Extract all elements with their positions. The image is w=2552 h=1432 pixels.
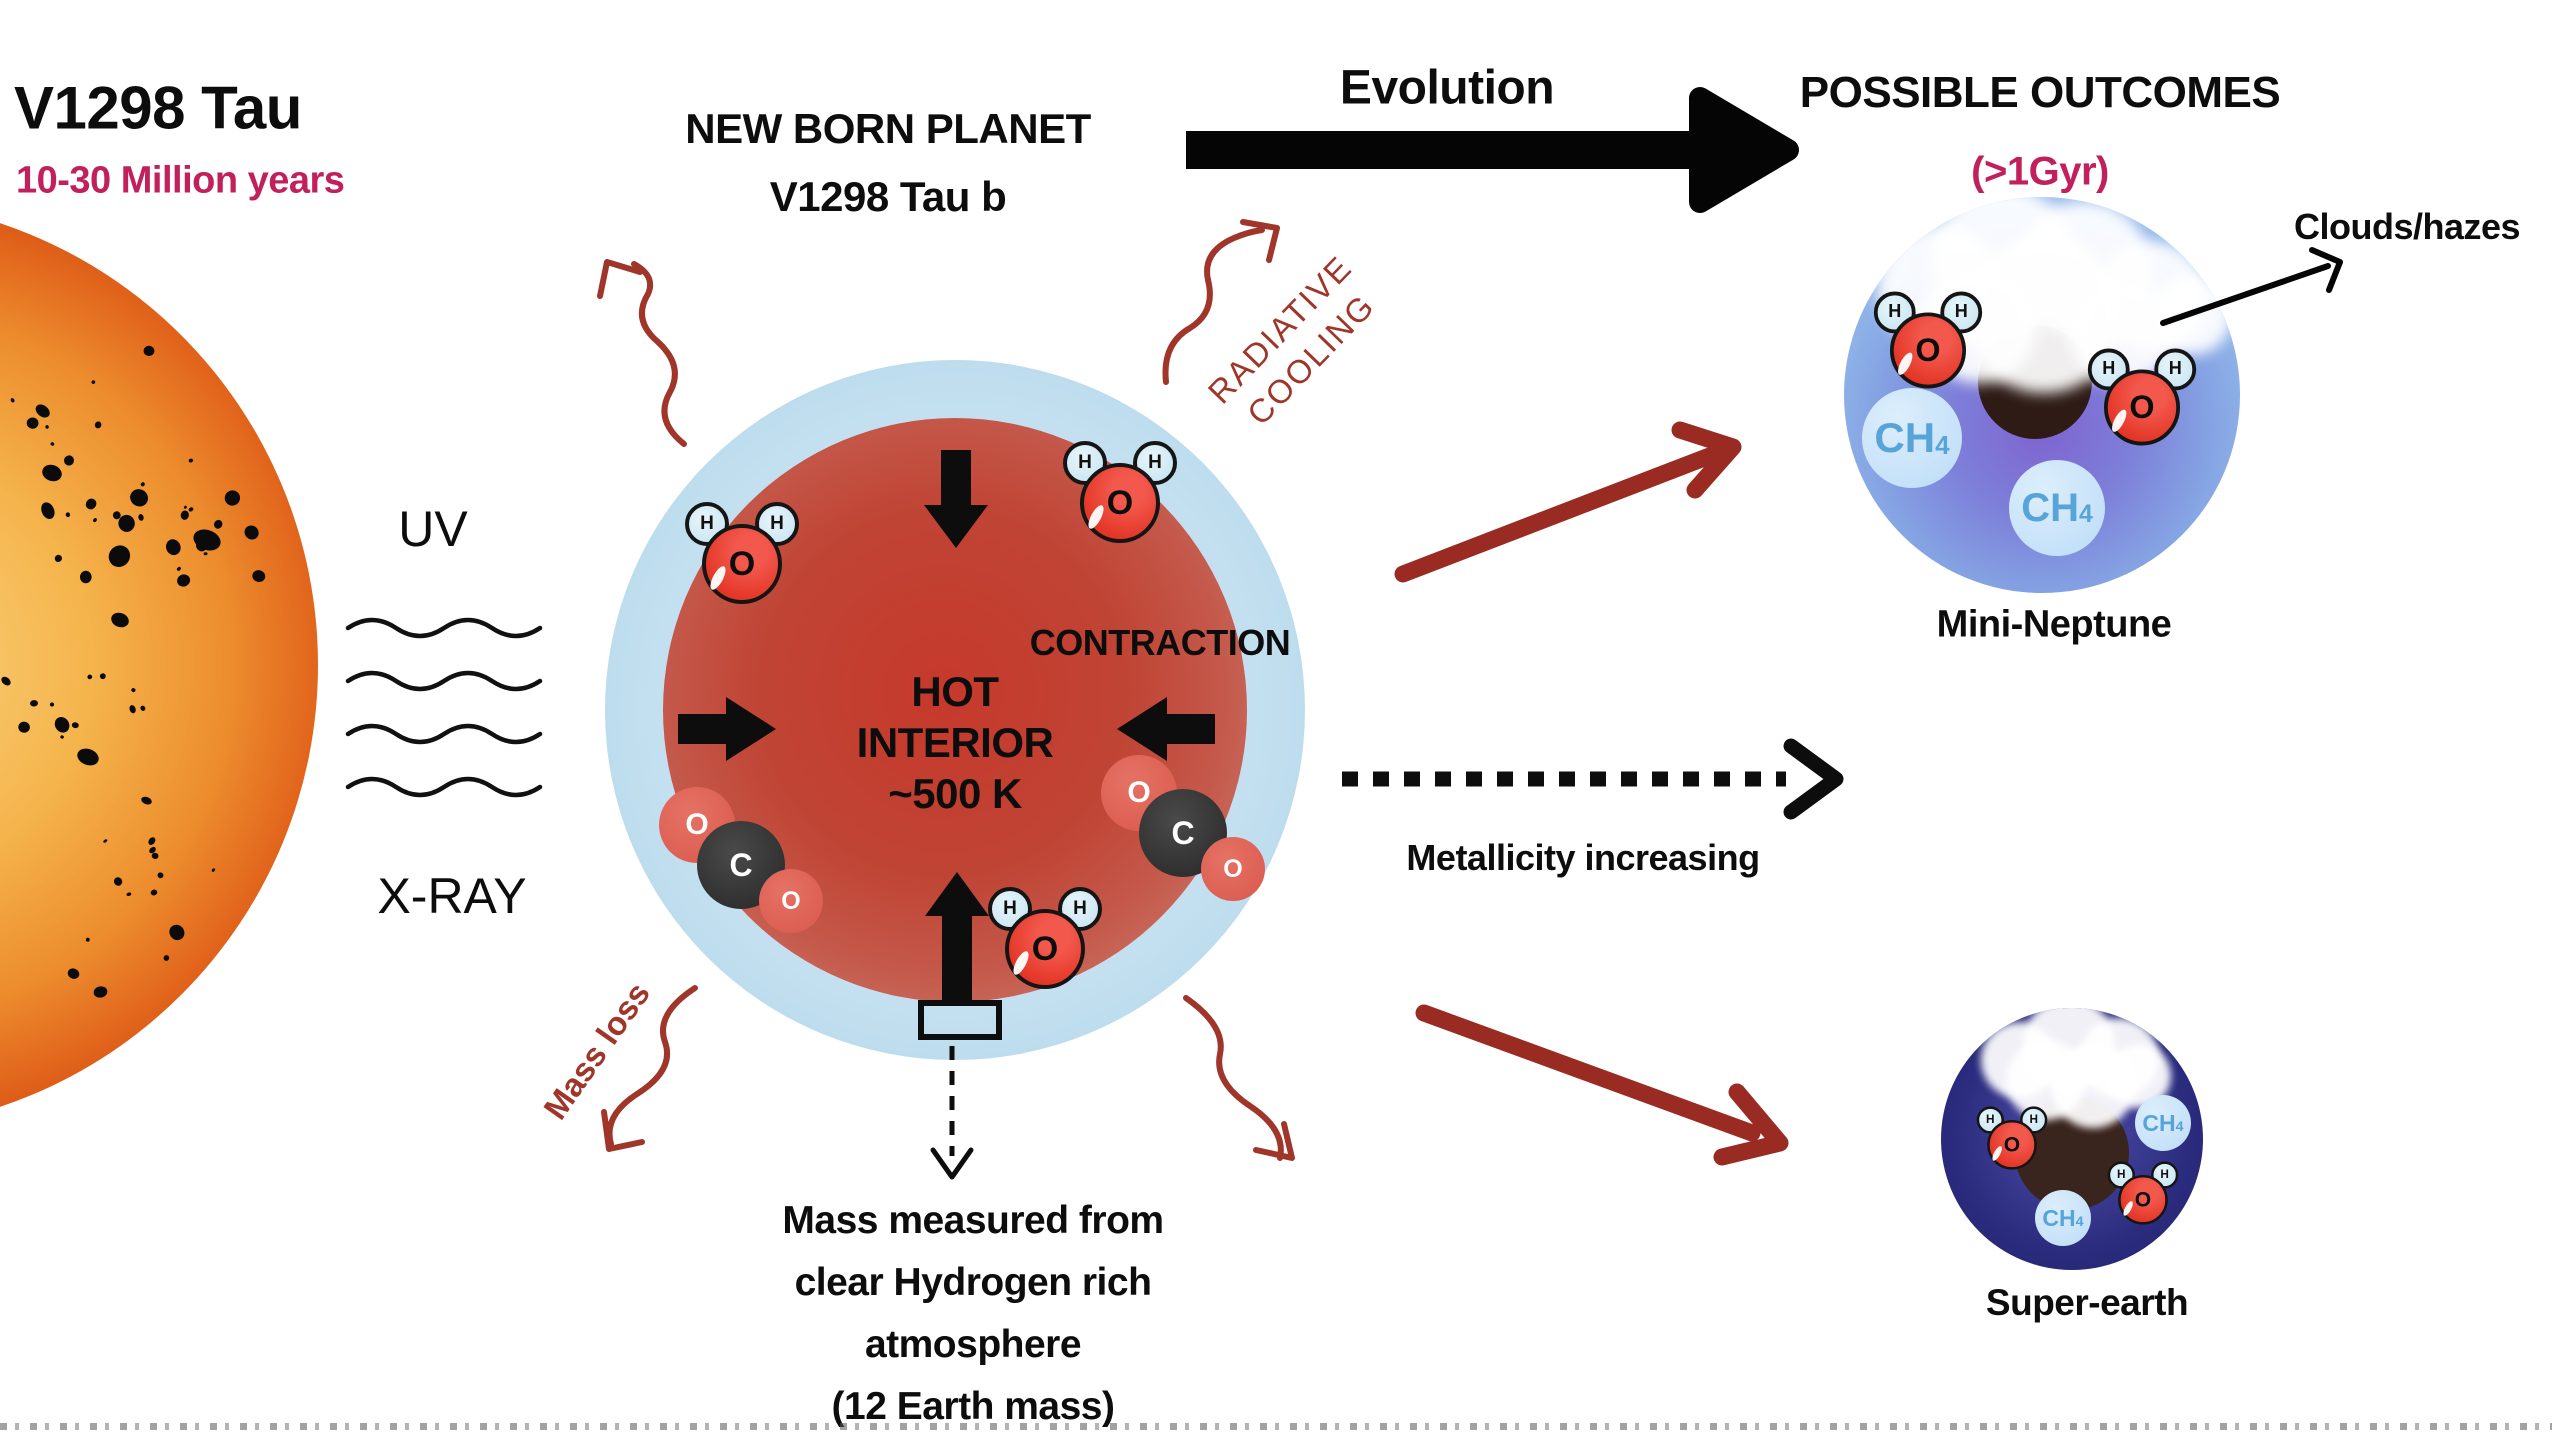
newborn-planet-title: NEW BORN PLANET V1298 Tau b	[685, 95, 1091, 231]
hot-interior-line3: ~500 K	[888, 770, 1022, 817]
arrow-to-super-earth	[1415, 1004, 1761, 1142]
oxygen-atom: O	[1890, 312, 1966, 389]
mass-measurement-dashed-arrow	[930, 1046, 974, 1180]
cooling-squiggle-bottom-right	[1183, 995, 1284, 1161]
xray-label: X-RAY	[377, 868, 527, 924]
h2o-molecule: H H O	[1975, 1106, 2048, 1170]
hot-interior-line1: HOT	[911, 668, 999, 715]
mass-note-line2: clear Hydrogen rich	[794, 1261, 1152, 1304]
mass-loss-squiggle-bottom-head	[601, 1109, 645, 1152]
mass-loss-squiggle-bottom	[606, 985, 698, 1147]
radiative-cooling-squiggle	[1162, 227, 1265, 385]
h2o-molecule: H H O	[1872, 291, 1984, 389]
newborn-planet-title-line2: V1298 Tau b	[769, 173, 1007, 220]
mass-note-line3: atmosphere	[864, 1323, 1082, 1366]
hydrogen-atom: H	[685, 502, 729, 546]
co2-molecule: O C O	[659, 787, 829, 937]
host-star	[0, 223, 318, 1107]
mass-loss-squiggle-top	[631, 261, 687, 447]
arrow-left-icon	[1117, 697, 1215, 761]
evolution-arrow	[1186, 87, 1799, 213]
oxygen-atom: O	[1080, 463, 1160, 543]
super-earth-label: Super-earth	[1985, 1282, 2189, 1323]
star-spots	[1, 345, 266, 998]
arrow-to-super-earth-head	[1713, 1083, 1789, 1166]
oxygen-atom: O	[1201, 837, 1265, 901]
outcomes-age-label: (>1Gyr)	[1971, 149, 2109, 194]
metallicity-label: Metallicity increasing	[1406, 837, 1760, 878]
h2o-molecule: H H O	[986, 887, 1104, 989]
contraction-label: CONTRACTION	[1029, 622, 1291, 663]
h2o-molecule: H H O	[1061, 441, 1179, 543]
outcome-arrows	[1394, 421, 1789, 1166]
clouds-hazes-pointer-arrow	[2160, 247, 2343, 326]
oxygen-atom: O	[702, 524, 782, 604]
arrow-to-mini-neptune-head	[1671, 421, 1742, 499]
squiggle-arrows	[597, 219, 1295, 1161]
mass-note-line4: (12 Earth mass)	[831, 1385, 1115, 1428]
oxygen-atom: O	[759, 869, 823, 933]
contraction-arrows	[678, 450, 1215, 1000]
transit-spectrum-window	[918, 1000, 1002, 1040]
oxygen-atom: O	[2118, 1175, 2168, 1225]
star-disk	[0, 223, 318, 1107]
mass-loss-squiggle-top-head	[597, 259, 643, 299]
arrow-down-icon	[924, 450, 988, 548]
h2o-molecule: H H O	[683, 502, 801, 604]
mass-note-line1: Mass measured from	[782, 1199, 1164, 1242]
radiation-waves-icon	[345, 617, 543, 798]
h2o-molecule: H H O	[2106, 1161, 2179, 1225]
star-name-label: V1298 Tau	[14, 74, 302, 142]
co2-molecule: O C O	[1101, 755, 1271, 905]
arrow-to-mini-neptune	[1394, 446, 1721, 583]
image-edge-artifact	[0, 1423, 2552, 1430]
mass-measurement-note: Mass measured from clear Hydrogen rich a…	[782, 1190, 1164, 1432]
h2o-molecule: H H O	[2086, 348, 2198, 446]
mini-neptune-label: Mini-Neptune	[1936, 603, 2172, 646]
hot-interior-label: HOT INTERIOR ~500 K	[857, 666, 1054, 819]
clouds-hazes-label: Clouds/hazes	[2293, 206, 2521, 247]
metallicity-dotted-arrow	[1342, 738, 1844, 820]
star-age-label: 10-30 Million years	[16, 159, 345, 202]
evolution-label: Evolution	[1339, 61, 1555, 115]
newborn-planet-title-line1: NEW BORN PLANET	[685, 105, 1091, 152]
radiative-cooling-squiggle-head	[1240, 219, 1280, 263]
oxygen-atom: O	[1987, 1120, 2037, 1170]
oxygen-atom: O	[2104, 369, 2180, 446]
arrow-right-icon	[678, 697, 776, 761]
possible-outcomes-title: POSSIBLE OUTCOMES	[1799, 68, 2281, 117]
uv-label: UV	[398, 501, 468, 557]
hot-interior-line2: INTERIOR	[856, 719, 1054, 766]
arrow-up-icon	[925, 872, 989, 1000]
oxygen-atom: O	[1005, 909, 1085, 989]
cooling-squiggle-bottom-right-head	[1253, 1121, 1295, 1161]
